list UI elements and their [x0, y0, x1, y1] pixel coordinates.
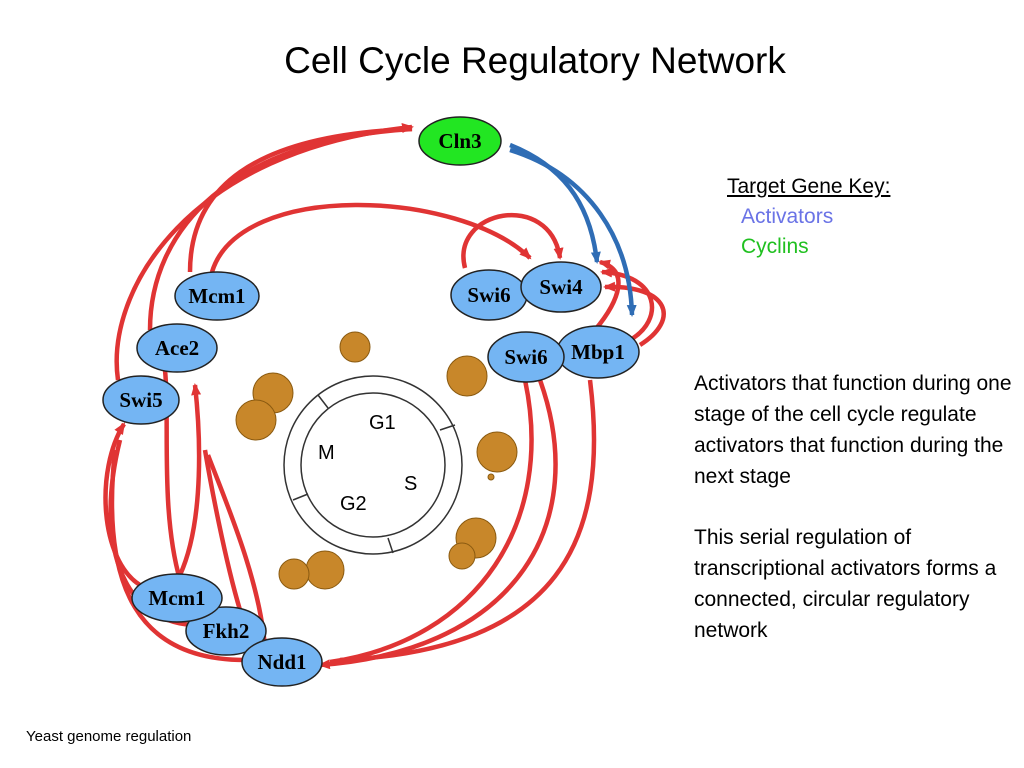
cln3-arrows — [509, 142, 637, 317]
cell-blob — [446, 355, 488, 397]
node-mcm1-bottom-label: Mcm1 — [148, 586, 205, 610]
explanation-text: Activators that function during one stag… — [694, 368, 1024, 676]
phase-m: M — [318, 442, 335, 464]
cell-cycle-ring — [283, 375, 463, 555]
node-swi4: Swi4 — [520, 261, 602, 313]
target-gene-key: Target Gene Key: Activators Cyclins — [727, 172, 890, 262]
footer-caption: Yeast genome regulation — [26, 728, 192, 745]
node-mcm1-top: Mcm1 — [174, 271, 260, 321]
node-ndd1-label: Ndd1 — [257, 650, 306, 674]
node-swi4-label: Swi4 — [539, 275, 583, 299]
slide-title: Cell Cycle Regulatory Network — [284, 40, 786, 81]
node-cln3-label: Cln3 — [438, 129, 481, 153]
paragraph-2: This serial regulation of transcriptiona… — [694, 526, 997, 642]
arrow-swi4-loop — [461, 212, 564, 269]
node-swi6-top: Swi6 — [450, 269, 528, 321]
arrow-loop-right — [603, 281, 666, 347]
arrow-g1-to-ndd1-c — [339, 379, 597, 663]
node-ndd1: Ndd1 — [241, 637, 323, 687]
node-mcm1-top-label: Mcm1 — [188, 284, 245, 308]
node-ace2: Ace2 — [136, 323, 218, 373]
arrow-mcm1-to-swi4 — [209, 202, 532, 273]
arrow-fkh2-to-ace2 — [202, 449, 243, 611]
node-cln3: Cln3 — [418, 116, 502, 166]
node-ace2-label: Ace2 — [155, 336, 199, 360]
cell-blob — [476, 431, 518, 473]
phase-s: S — [404, 473, 417, 495]
arrow-mcm1b-to-swi5 — [103, 422, 142, 587]
arrow-mbp1-to-swi4-b — [600, 267, 655, 342]
cell-blob — [235, 399, 277, 441]
arrow-cln3-to-swi4 — [509, 142, 601, 264]
key-title: Target Gene Key: — [727, 175, 891, 198]
arrow-g1-to-ndd1-b — [329, 379, 534, 665]
arrow-cln3-to-mbp1 — [509, 147, 637, 317]
phase-g1: G1 — [369, 412, 396, 434]
cell-blob — [448, 542, 476, 570]
paragraph-1: Activators that function during one stag… — [694, 372, 1012, 488]
node-mcm1-bottom: Mcm1 — [131, 573, 223, 623]
cell-blobs — [235, 331, 518, 590]
arrow-mcm1b-to-ace2 — [177, 383, 202, 576]
arrow-g1-to-ndd1 — [318, 379, 558, 670]
node-swi6-bottom: Swi6 — [487, 331, 565, 383]
node-swi6-bottom-label: Swi6 — [504, 345, 547, 369]
node-swi6-top-label: Swi6 — [467, 283, 510, 307]
node-mbp1: Mbp1 — [556, 325, 640, 379]
arrow-mcm1-to-cln3 — [187, 126, 413, 273]
cell-blob — [487, 473, 495, 481]
node-mbp1-label: Mbp1 — [571, 340, 625, 364]
cell-blob — [278, 558, 310, 590]
key-cyclins: Cyclins — [741, 235, 809, 258]
node-fkh2: Fkh2 — [185, 606, 267, 656]
node-fkh2-label: Fkh2 — [203, 619, 250, 643]
key-activators: Activators — [741, 205, 834, 228]
cell-blob — [305, 550, 345, 590]
node-swi5-label: Swi5 — [119, 388, 162, 412]
phase-g2: G2 — [340, 493, 367, 515]
cell-blob — [339, 331, 371, 363]
node-swi5: Swi5 — [102, 375, 180, 425]
